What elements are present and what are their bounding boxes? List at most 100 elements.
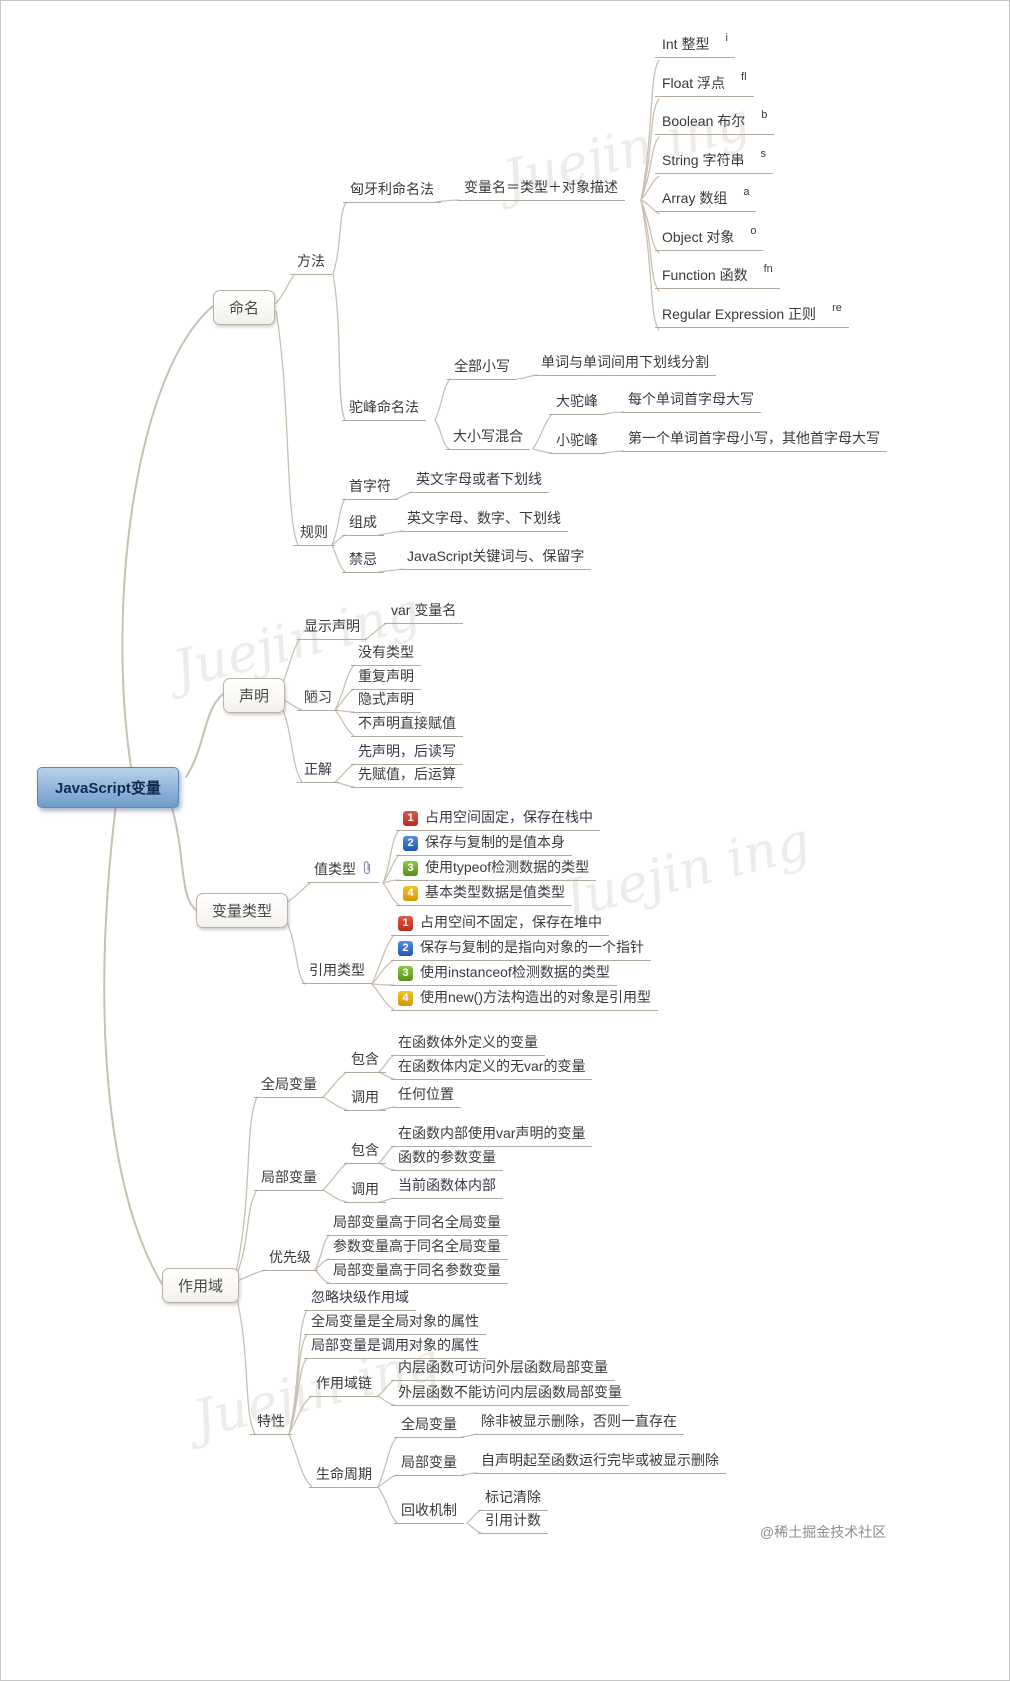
topic-bad-habit-item[interactable]: 不声明直接赋值 (351, 713, 463, 737)
type-name: String 字符串 (662, 152, 745, 168)
topic-correct-item[interactable]: 先赋值，后运算 (351, 764, 463, 788)
type-name: Regular Expression 正则 (662, 306, 817, 322)
topic-global-call-desc[interactable]: 任何位置 (391, 1084, 461, 1108)
topic-reference-type[interactable]: 引用类型 (302, 960, 372, 984)
topic-traits[interactable]: 特性 (250, 1411, 292, 1435)
topic-correct-item[interactable]: 先声明，后读写 (351, 741, 463, 765)
topic-value-type-item[interactable]: 1 占用空间固定，保存在栈中 (396, 807, 600, 831)
type-name: Float 浮点 (662, 75, 726, 91)
topic-local-call-desc[interactable]: 当前函数体内部 (391, 1175, 503, 1199)
item-text: 占用空间固定，保存在栈中 (425, 809, 593, 825)
topic-upper-camel-desc[interactable]: 每个单词首字母大写 (621, 389, 761, 413)
topic-lifecycle-local-desc[interactable]: 自声明起至函数运行完毕或被显示删除 (474, 1450, 726, 1474)
item-text: 使用instanceof检测数据的类型 (420, 964, 610, 980)
value-type-label: 值类型 (314, 861, 356, 877)
topic-hungarian-naming[interactable]: 匈牙利命名法 (343, 179, 441, 203)
topic-all-lowercase-desc[interactable]: 单词与单词间用下划线分割 (534, 352, 716, 376)
topic-bad-habits[interactable]: 陋习 (297, 687, 339, 711)
topic-trait-item[interactable]: 局部变量是调用对象的属性 (304, 1335, 486, 1359)
item-text: 保存与复制的是指向对象的一个指针 (420, 939, 644, 955)
topic-scope-chain-item[interactable]: 内层函数可访问外层函数局部变量 (391, 1357, 615, 1381)
topic-value-type[interactable]: 值类型 (307, 859, 379, 883)
topic-naming[interactable]: 命名 (213, 290, 276, 325)
topic-priority[interactable]: 优先级 (262, 1247, 318, 1271)
topic-lifecycle-global[interactable]: 全局变量 (394, 1414, 464, 1438)
topic-global-var[interactable]: 全局变量 (254, 1074, 324, 1098)
type-name: Boolean 布尔 (662, 113, 746, 129)
topic-upper-camel[interactable]: 大驼峰 (549, 391, 605, 415)
topic-scope-chain[interactable]: 作用域链 (309, 1373, 379, 1397)
topic-rule-taboo-desc[interactable]: JavaScript关键词与、保留字 (400, 546, 592, 570)
topic-explicit-declare-desc[interactable]: var 变量名 (384, 600, 464, 624)
topic-declaration[interactable]: 声明 (223, 678, 286, 713)
topic-hungarian-formula[interactable]: 变量名＝类型＋对象描述 (457, 177, 625, 201)
topic-trait-item[interactable]: 全局变量是全局对象的属性 (304, 1311, 486, 1335)
topic-trait-item[interactable]: 忽略块级作用域 (304, 1287, 416, 1311)
topic-all-lowercase[interactable]: 全部小写 (447, 356, 517, 380)
topic-camel-naming[interactable]: 驼峰命名法 (342, 397, 426, 421)
number-badge-1: 1 (403, 811, 418, 826)
topic-local-contains-item[interactable]: 在函数内部使用var声明的变量 (391, 1123, 593, 1147)
topic-gc-item[interactable]: 引用计数 (478, 1510, 548, 1534)
topic-mixed-case[interactable]: 大小写混合 (446, 426, 530, 450)
topic-type-string[interactable]: String 字符串 s (655, 148, 773, 174)
topic-global-contains-item[interactable]: 在函数体外定义的变量 (391, 1032, 545, 1056)
topic-reference-type-item[interactable]: 2 保存与复制的是指向对象的一个指针 (391, 937, 651, 961)
topic-local-var[interactable]: 局部变量 (254, 1167, 324, 1191)
topic-naming-method[interactable]: 方法 (290, 251, 332, 275)
topic-explicit-declare[interactable]: 显示声明 (297, 616, 367, 640)
topic-global-contains-item[interactable]: 在函数体内定义的无var的变量 (391, 1056, 593, 1080)
topic-scope[interactable]: 作用域 (162, 1268, 240, 1303)
type-prefix-label: o (750, 225, 757, 237)
topic-rule-composition[interactable]: 组成 (342, 512, 384, 536)
topic-bad-habit-item[interactable]: 重复声明 (351, 666, 421, 690)
topic-global-contains[interactable]: 包含 (344, 1049, 386, 1073)
topic-naming-rules[interactable]: 规则 (293, 522, 335, 546)
topic-bad-habit-item[interactable]: 隐式声明 (351, 689, 421, 713)
topic-type-int[interactable]: Int 整型 i (655, 32, 735, 58)
type-prefix-label: fn (763, 263, 773, 275)
topic-local-contains-item[interactable]: 函数的参数变量 (391, 1147, 503, 1171)
number-badge-3: 3 (403, 861, 418, 876)
topic-rule-composition-desc[interactable]: 英文字母、数字、下划线 (400, 508, 568, 532)
topic-local-call[interactable]: 调用 (344, 1179, 386, 1203)
topic-lifecycle-global-desc[interactable]: 除非被显示删除，否则一直存在 (474, 1411, 684, 1435)
topic-lower-camel-desc[interactable]: 第一个单词首字母小写，其他首字母大写 (621, 428, 887, 452)
topic-lifecycle[interactable]: 生命周期 (309, 1464, 379, 1488)
topic-priority-item[interactable]: 局部变量高于同名参数变量 (326, 1260, 508, 1284)
topic-gc[interactable]: 回收机制 (394, 1500, 464, 1524)
topic-scope-chain-item[interactable]: 外层函数不能访问内层函数局部变量 (391, 1382, 629, 1406)
topic-gc-item[interactable]: 标记清除 (478, 1487, 548, 1511)
topic-local-contains[interactable]: 包含 (344, 1140, 386, 1164)
type-name: Int 整型 (662, 36, 710, 52)
topic-rule-firstchar[interactable]: 首字符 (342, 476, 398, 500)
credit-watermark: @稀土掘金技术社区 (760, 1524, 887, 1540)
topic-rule-firstchar-desc[interactable]: 英文字母或者下划线 (409, 469, 549, 493)
topic-bad-habit-item[interactable]: 没有类型 (351, 642, 421, 666)
topic-lifecycle-local[interactable]: 局部变量 (394, 1452, 464, 1476)
topic-correct-way[interactable]: 正解 (297, 759, 339, 783)
number-badge-2: 2 (398, 941, 413, 956)
topic-rule-taboo[interactable]: 禁忌 (342, 549, 384, 573)
topic-lower-camel[interactable]: 小驼峰 (549, 430, 605, 454)
type-prefix-label: i (725, 32, 728, 44)
topic-variable-types[interactable]: 变量类型 (196, 893, 289, 928)
root-topic[interactable]: JavaScript变量 (37, 767, 179, 808)
type-prefix-label: s (760, 148, 766, 160)
item-text: 占用空间不固定，保存在堆中 (420, 914, 602, 930)
topic-priority-item[interactable]: 参数变量高于同名全局变量 (326, 1236, 508, 1260)
topic-global-call[interactable]: 调用 (344, 1087, 386, 1111)
topic-priority-item[interactable]: 局部变量高于同名全局变量 (326, 1212, 508, 1236)
